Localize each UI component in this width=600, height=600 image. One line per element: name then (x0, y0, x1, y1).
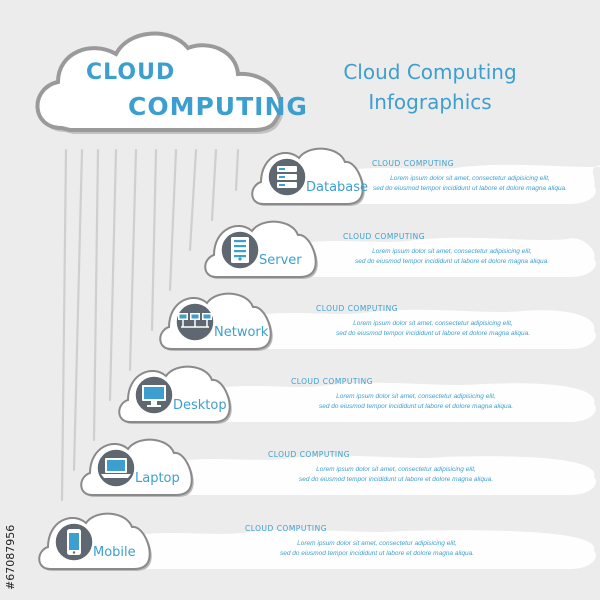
tier-body-1: Lorem ipsum dolor sit amet, consectetur … (297, 540, 457, 547)
tier-database (251, 147, 600, 206)
tier-mobile (38, 512, 596, 571)
tiers-layer (38, 147, 600, 571)
tier-label: Mobile (93, 545, 136, 560)
database-icon (277, 166, 297, 188)
tier-label: Network (214, 325, 269, 340)
mobile-icon-button (72, 551, 76, 554)
tier-label: Laptop (135, 471, 180, 486)
network-icon-screen (179, 314, 187, 319)
network-icon-screen (191, 314, 199, 319)
desktop-icon (142, 385, 166, 407)
mobile-icon (67, 529, 81, 555)
tier-ribbon (182, 382, 596, 422)
database-icon-led (279, 176, 285, 178)
desktop-icon-neck (151, 401, 157, 405)
tier-body-1: Lorem ipsum dolor sit amet, consectetur … (316, 466, 476, 473)
tier-network (159, 292, 596, 351)
rain-streaks (60, 148, 240, 502)
tier-ribbon (315, 164, 600, 204)
hero-text-line1: CLOUD (86, 60, 176, 85)
tier-ribbon (268, 237, 596, 277)
server-icon-slot (234, 240, 246, 243)
tier-body-2: sed do eiusmod tempor incididunt ut labo… (279, 550, 475, 557)
tier-laptop (80, 438, 596, 497)
mobile-icon-screen (69, 533, 79, 550)
server-icon (231, 237, 249, 263)
tier-label: Desktop (173, 398, 227, 413)
tier-ribbon (223, 309, 596, 349)
laptop-icon-base (101, 474, 131, 478)
desktop-icon-screen (144, 387, 164, 399)
tier-label: Database (306, 180, 369, 195)
database-icon-led (279, 168, 285, 170)
tier-body-2: sed do eiusmod tempor incididunt ut labo… (372, 185, 568, 192)
tier-body-1: Lorem ipsum dolor sit amet, consectetur … (390, 175, 550, 182)
database-icon-row (277, 174, 297, 180)
hero-text-line2: COMPUTING (128, 92, 308, 121)
laptop-icon (101, 458, 131, 478)
tier-desktop (118, 365, 596, 424)
stock-watermark-id: #67087956 (4, 524, 17, 590)
laptop-icon-screen (107, 460, 125, 471)
tier-heading: CLOUD COMPUTING (245, 524, 328, 533)
desktop-icon-base (147, 405, 161, 407)
server-icon-led (238, 257, 242, 261)
tier-ribbon (102, 529, 596, 569)
database-icon-row (277, 166, 297, 172)
tier-label: Server (259, 253, 302, 268)
tier-body-1: Lorem ipsum dolor sit amet, consectetur … (336, 393, 496, 400)
tier-heading: CLOUD COMPUTING (268, 450, 351, 459)
tier-body-1: Lorem ipsum dolor sit amet, consectetur … (372, 248, 532, 255)
tier-ribbon (144, 455, 596, 495)
title-line1: Cloud Computing (343, 60, 517, 84)
network-icon (178, 313, 212, 328)
tier-heading: CLOUD COMPUTING (291, 377, 374, 386)
tier-server (204, 220, 596, 279)
tier-body-2: sed do eiusmod tempor incididunt ut labo… (335, 330, 531, 337)
tier-heading: CLOUD COMPUTING (343, 232, 426, 241)
tier-heading: CLOUD COMPUTING (316, 304, 399, 313)
tier-body-2: sed do eiusmod tempor incididunt ut labo… (298, 476, 494, 483)
tier-heading: CLOUD COMPUTING (372, 159, 455, 168)
server-icon-slot (234, 255, 246, 258)
server-icon-slot (234, 250, 246, 253)
hero-cloud (35, 31, 284, 134)
title-line2: Infographics (368, 90, 492, 114)
tier-body-2: sed do eiusmod tempor incididunt ut labo… (318, 403, 514, 410)
network-icon-screen (203, 314, 211, 319)
tier-body-1: Lorem ipsum dolor sit amet, consectetur … (353, 320, 513, 327)
database-icon-row (277, 182, 297, 188)
tier-body-2: sed do eiusmod tempor incididunt ut labo… (354, 258, 550, 265)
database-icon-led (279, 184, 285, 186)
server-icon-slot (234, 245, 246, 248)
